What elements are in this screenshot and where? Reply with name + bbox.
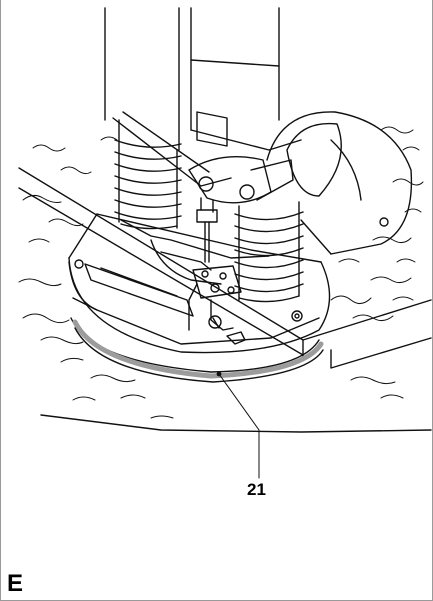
chip-deflector [266, 111, 413, 255]
callout-leader [218, 373, 260, 479]
callout-leader-dot [216, 371, 222, 377]
sub-base-ring [70, 317, 324, 383]
workpiece-board [18, 167, 432, 433]
motor-housing [104, 7, 302, 151]
base-plate [68, 213, 331, 354]
wood-grain [18, 126, 424, 419]
right-column-spring [234, 201, 304, 303]
locking-knob [188, 265, 242, 331]
callout-number: 21 [247, 480, 266, 499]
depth-lever [112, 111, 294, 263]
left-column-spring [114, 119, 182, 230]
figure-letter: E [7, 570, 24, 597]
